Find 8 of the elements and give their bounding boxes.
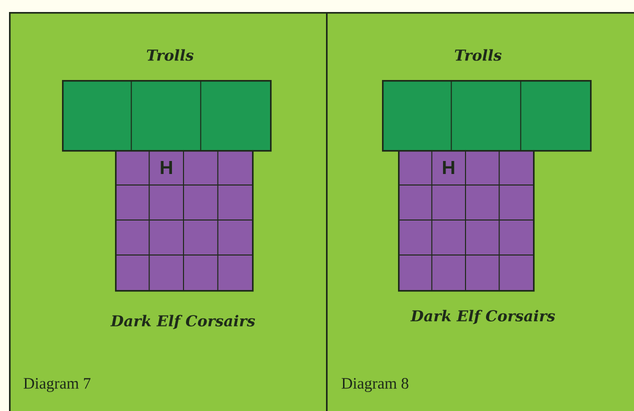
diagram-caption: Diagram 8 xyxy=(342,378,408,392)
unit-name: Dark Elf Corsairs xyxy=(410,310,555,324)
unit-name: Trolls xyxy=(146,49,194,61)
unit-name: Dark Elf Corsairs xyxy=(110,314,255,330)
hero-marker: H xyxy=(443,161,454,174)
diagram-caption: Diagram 7 xyxy=(24,378,90,392)
hero-marker: H xyxy=(160,161,172,174)
unit-name: Trolls xyxy=(454,49,502,61)
